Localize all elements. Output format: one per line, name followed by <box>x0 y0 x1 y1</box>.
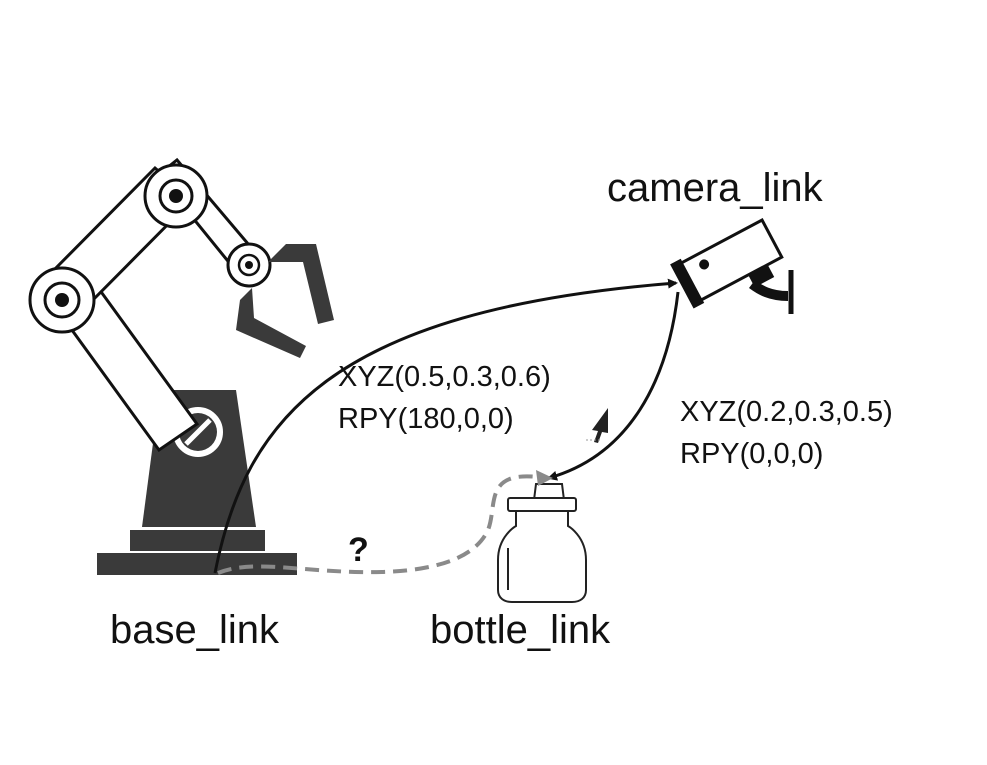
label-bottle-link: bottle_link <box>430 608 611 652</box>
label-unknown-transform: ? <box>348 531 369 569</box>
bottle-rim <box>507 497 577 512</box>
cursor-icon <box>586 408 608 443</box>
arrow-unknown-head <box>536 470 553 486</box>
wrist-joint-dot <box>245 261 253 269</box>
arrow-base-to-camera <box>213 278 678 574</box>
label-camera-link: camera_link <box>607 166 823 210</box>
robot-base-plate <box>97 553 297 575</box>
transform-camera-bottle-xyz: XYZ(0.2,0.3,0.5) <box>680 396 893 428</box>
arrow-base-to-bottle-unknown <box>217 474 547 575</box>
bottle-body <box>497 510 587 603</box>
robot-arm-icon <box>28 157 334 575</box>
body-joint-slash <box>184 418 212 446</box>
camera-lens <box>670 258 705 309</box>
gripper-lower-jaw <box>236 288 306 358</box>
camera-icon <box>670 218 784 309</box>
bottle-icon <box>497 483 587 603</box>
robot-base-step <box>130 530 265 551</box>
camera-mount-arm <box>749 279 789 301</box>
transform-camera-bottle-rpy: RPY(0,0,0) <box>680 438 824 470</box>
shoulder-joint-dot <box>55 293 69 307</box>
label-base-link: base_link <box>110 608 280 652</box>
gripper-upper-jaw <box>268 244 334 324</box>
camera-indicator <box>699 259 710 270</box>
transform-base-camera-xyz: XYZ(0.5,0.3,0.6) <box>338 361 551 393</box>
elbow-joint-dot <box>169 189 183 203</box>
arrow-camera-to-bottle <box>547 291 680 481</box>
transform-base-camera-rpy: RPY(180,0,0) <box>338 403 514 435</box>
